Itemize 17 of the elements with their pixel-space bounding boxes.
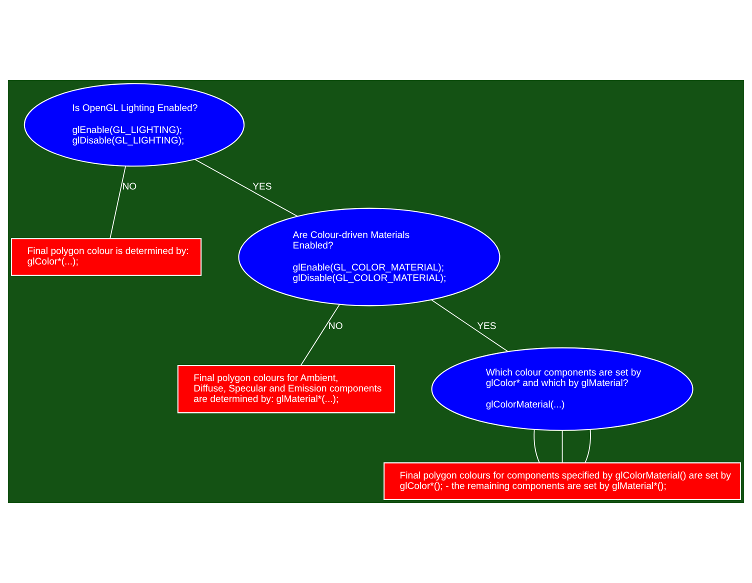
connector [300, 304, 340, 366]
node-ellipse: Which colour components are set by glColor* and which by glMaterial? glColorMaterial(...) [431, 347, 694, 431]
edge-label: YES [252, 182, 272, 193]
connector [562, 430, 563, 464]
connector [110, 166, 126, 239]
node-box: Final polygon colours for components specified by glColorMaterial() are set by glColor*(); - the remaining components are set by glMaterial*(); [384, 462, 742, 500]
connector [584, 429, 591, 464]
node-ellipse: Is OpenGL Lighting Enabled? glEnable(GL_LIGHTING); glDisable(GL_LIGHTING); [24, 83, 245, 167]
edge-label: YES [477, 321, 496, 332]
connector [534, 429, 540, 464]
edge-label: NO [122, 182, 137, 193]
edge-label: NO [328, 321, 343, 332]
node-box: Final polygon colours for Ambient, Diffuse, Specular and Emission components are determined by: glMaterial*(...); [177, 365, 396, 414]
node-ellipse: Are Colour-driven Materials Enabled? glEnable(GL_COLOR_MATERIAL); glDisable(GL_COLOR_MATERIAL); [238, 208, 500, 306]
connector [431, 300, 508, 352]
node-box: Final polygon colour is determined by: glColor*(...); [10, 238, 202, 276]
connector [194, 159, 298, 217]
